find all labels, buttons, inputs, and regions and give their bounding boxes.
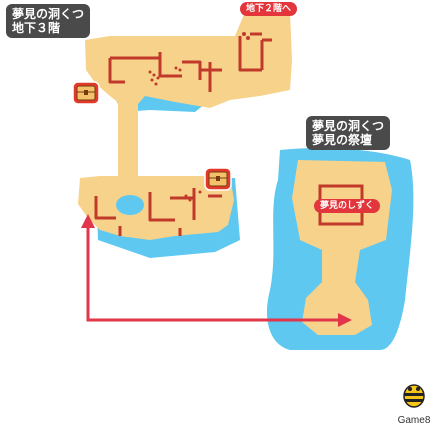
route-arrowhead-right <box>338 313 352 327</box>
item-label: 夢見のしずく <box>314 199 380 213</box>
stairs-upper <box>148 32 250 86</box>
watermark-text: Game8 <box>397 415 431 426</box>
area-label-right-line1: 夢見の洞くつ <box>312 119 385 133</box>
route-arrowhead-up <box>81 214 95 228</box>
area-label-upper-line1: 夢見の洞くつ <box>12 7 85 21</box>
area-label-right-line2: 夢見の祭壇 <box>312 133 373 147</box>
area-label-right: 夢見の洞くつ 夢見の祭壇 <box>306 116 391 150</box>
bee-icon <box>403 384 425 408</box>
land-corridor <box>118 96 138 186</box>
stairs-lower <box>184 190 202 202</box>
walls-upper <box>108 32 272 92</box>
exit-label: 地下２階へ <box>240 2 298 16</box>
treasure-chest-icon[interactable] <box>72 81 100 105</box>
area-label-upper: 夢見の洞くつ 地下３階 <box>6 4 91 38</box>
walls-lower <box>94 188 222 236</box>
game8-logo: Game8 <box>392 380 436 426</box>
treasure-chest-icon[interactable] <box>204 167 232 191</box>
area-label-upper-line2: 地下３階 <box>12 21 61 35</box>
land-upper <box>85 8 292 108</box>
pond-lower <box>116 195 144 215</box>
route-arrow <box>86 228 340 322</box>
